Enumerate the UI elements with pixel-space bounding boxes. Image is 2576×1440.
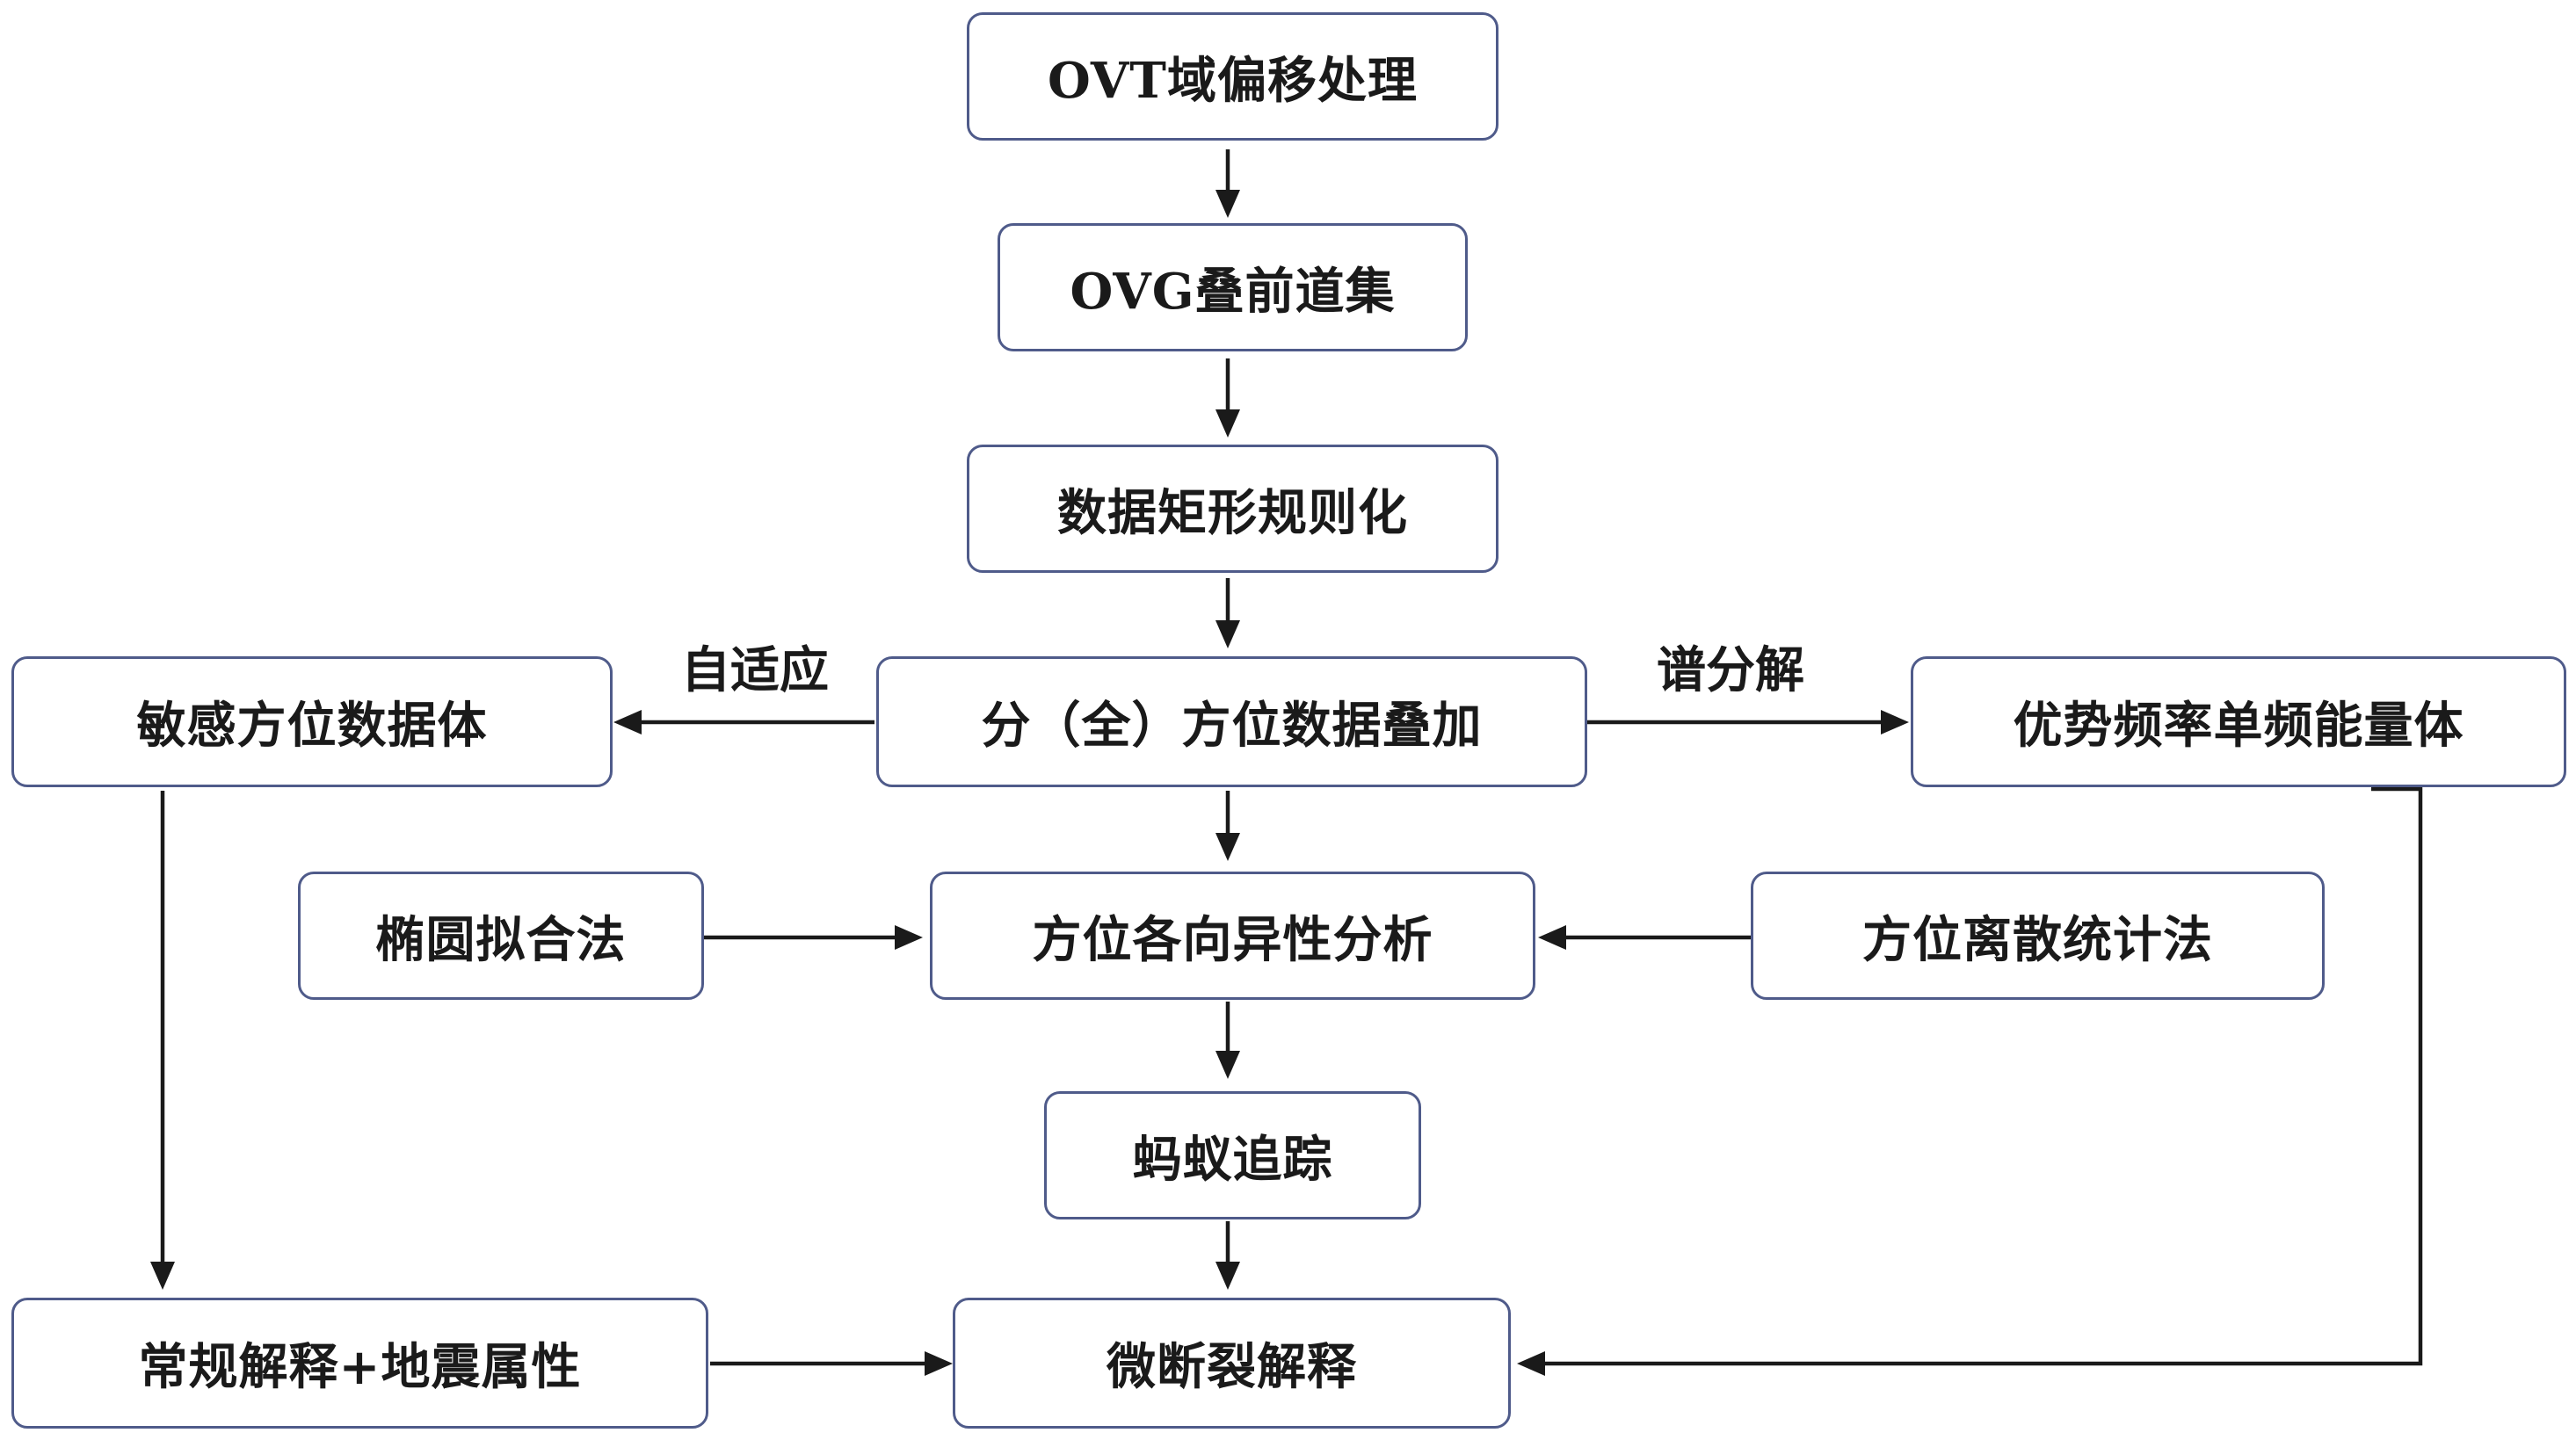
arrowhead-dominant-to-microfault [1517,1351,1545,1376]
edge-label-spectral: 谱分解 [1657,641,1804,699]
edge-label-adaptive: 自适应 [681,641,829,699]
microfault-interpretation-box: 微断裂解释 [953,1298,1511,1429]
arrow-dominant-to-microfault [1535,786,2423,1366]
ant-tracking-box: 蚂蚁追踪 [1044,1091,1421,1219]
arrowhead-conventional-to-microfault [925,1351,953,1376]
arrowhead-stacking-to-sensitive [613,710,642,734]
arrowhead-ellipse-to-anisotropy [895,925,923,950]
arrowhead-anisotropy-to-ant [1215,1051,1240,1079]
stacking-box: 分（全）方位数据叠加 [876,656,1587,787]
ovt-migration-box: OVT域偏移处理 [967,12,1498,141]
anisotropy-analysis-box: 方位各向异性分析 [930,872,1535,1000]
arrowhead-stacking-to-dominant [1881,710,1909,734]
arrowhead-ovg-to-regularization [1215,409,1240,438]
regularization-box: 数据矩形规则化 [967,445,1498,573]
arrowhead-ovt-to-ovg [1215,190,1240,218]
ellipse-fitting-box: 椭圆拟合法 [298,872,704,1000]
sensitive-azimuth-box: 敏感方位数据体 [11,656,613,787]
arrowhead-stacking-to-anisotropy [1215,833,1240,861]
discrete-statistics-box: 方位离散统计法 [1751,872,2325,1000]
arrowhead-discrete-to-anisotropy [1538,925,1566,950]
arrowhead-ant-to-microfault [1215,1262,1240,1290]
conventional-interpretation-box: 常规解释+地震属性 [11,1298,708,1429]
dominant-frequency-box: 优势频率单频能量体 [1911,656,2566,787]
arrowhead-sensitive-to-conventional [150,1262,175,1290]
ovg-gathers-box: OVG叠前道集 [998,223,1468,351]
arrowhead-regularization-to-stacking [1215,620,1240,648]
